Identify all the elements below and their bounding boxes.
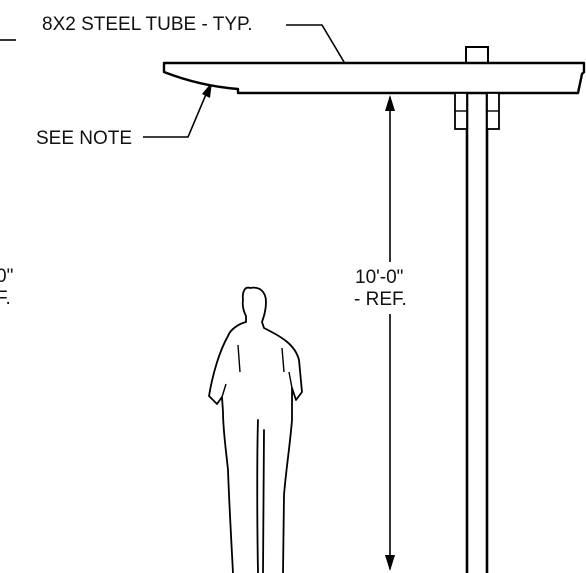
human-scale-figure xyxy=(208,286,303,573)
dimension-arrow-bottom xyxy=(385,555,395,571)
see-note-label: SEE NOTE xyxy=(36,128,132,149)
beam-callout-label: 8X2 STEEL TUBE - TYP. xyxy=(42,14,253,35)
beam-callout-leader xyxy=(286,24,351,73)
dimension-text-mask xyxy=(354,262,414,314)
left-dimension-partial-value: 0" xyxy=(0,266,13,287)
left-dimension-partial-ref: F. xyxy=(0,288,11,309)
post-cap xyxy=(465,46,489,64)
dimension-arrow-top xyxy=(385,95,395,111)
figure-arm-detail xyxy=(221,344,293,398)
steel-tube-beam xyxy=(162,61,586,95)
clearance-dimension-value: 10'-0" xyxy=(355,267,403,288)
see-note-leader xyxy=(143,91,208,138)
clearance-dimension-ref: - REF. xyxy=(354,289,407,310)
